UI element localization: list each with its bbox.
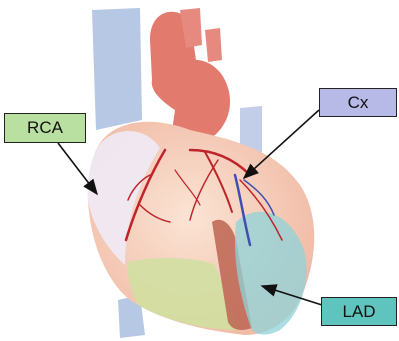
lad-label: LAD	[321, 297, 397, 326]
cx-label: Cx	[319, 88, 397, 117]
rca-label: RCA	[4, 113, 86, 143]
